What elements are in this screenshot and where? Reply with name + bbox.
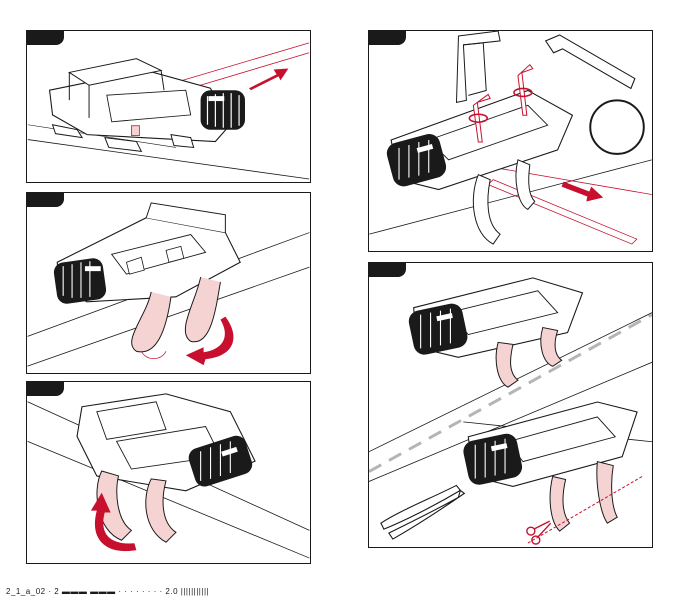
footer-text: 2_1_a_02 · 2 ▬▬▬ ▬▬▬ · · · · · · · · 2.0…	[6, 588, 209, 596]
step-5-panel	[368, 262, 653, 548]
pliers-icon	[381, 485, 464, 539]
step-4-panel	[368, 30, 653, 252]
step-3-panel	[26, 381, 311, 564]
step-2-panel	[26, 192, 311, 374]
scissors-icon	[527, 521, 551, 544]
step-3-illustration	[27, 382, 310, 563]
step-5-illustration	[369, 263, 652, 547]
tool-circle	[590, 100, 644, 154]
hex-key-icon	[546, 35, 635, 89]
step-1-panel	[26, 30, 311, 183]
step-2-illustration	[27, 193, 310, 373]
footer-strip: 2_1_a_02 · 2 ▬▬▬ ▬▬▬ · · · · · · · · 2.0…	[0, 588, 681, 596]
step-1-illustration	[27, 31, 310, 182]
red-arrow-icon	[562, 182, 604, 202]
red-arrow-icon	[249, 69, 288, 91]
step-4-illustration	[369, 31, 652, 251]
